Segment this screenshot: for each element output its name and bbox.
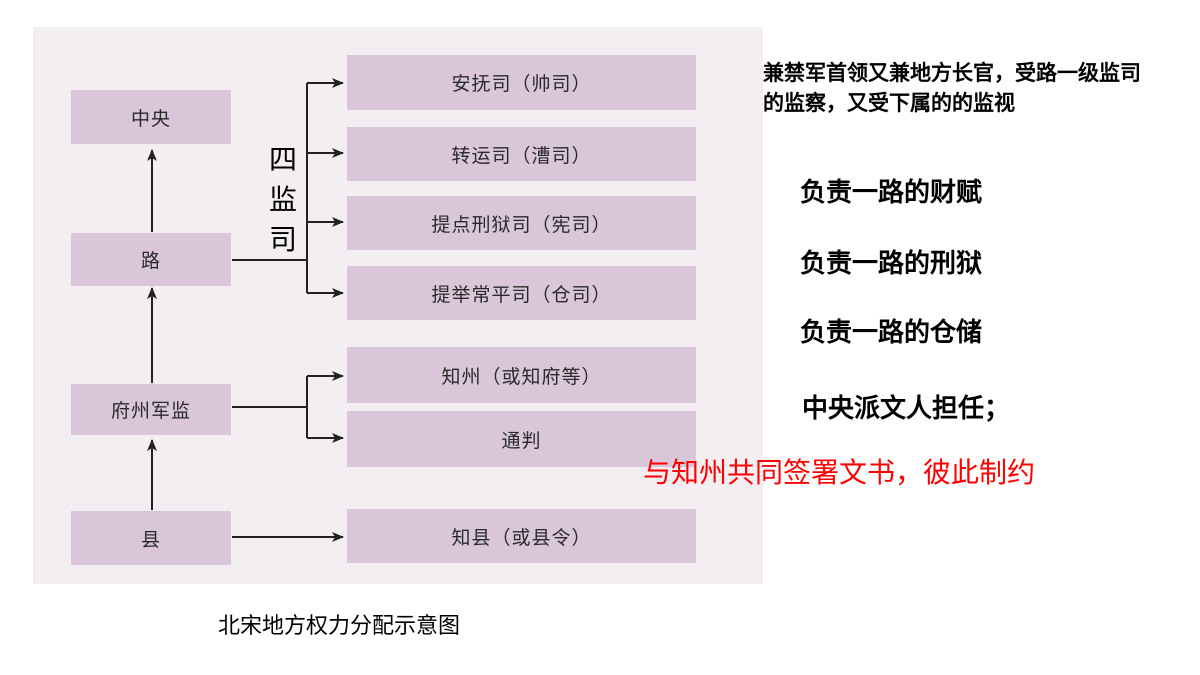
node-zhixian: 知县（或县令） xyxy=(347,509,696,563)
tiju-annotation: 负责一路的仓储 xyxy=(800,318,983,348)
node-lu: 路 xyxy=(71,233,231,286)
node-tidian: 提点刑狱司（宪司） xyxy=(347,196,696,250)
diagram-caption: 北宋地方权力分配示意图 xyxy=(218,614,461,639)
tongpan-annotation: 与知州共同签署文书，彼此制约 xyxy=(643,456,1036,489)
zhizhou-annotation: 中央派文人担任； xyxy=(802,394,1011,424)
anfu-annotation: 兼禁军首领又兼地方长官，受路一级监司的监察，又受下属的的监视 xyxy=(763,61,1141,115)
node-xian: 县 xyxy=(71,511,231,565)
tidian-annotation: 负责一路的刑狱 xyxy=(800,249,983,279)
node-tongpan: 通判 xyxy=(347,411,696,467)
node-zhuanyun: 转运司（漕司） xyxy=(347,127,696,181)
node-tiju: 提举常平司（仓司） xyxy=(347,266,696,320)
node-central: 中央 xyxy=(71,90,231,144)
node-fuzhou: 府州军监 xyxy=(71,384,231,435)
four-supervisors-label: 四监司 xyxy=(268,143,297,256)
node-zhizhou: 知州（或知府等） xyxy=(347,347,696,403)
node-anfu: 安抚司（帅司） xyxy=(347,55,696,110)
zhuanyun-annotation: 负责一路的财赋 xyxy=(800,178,983,208)
